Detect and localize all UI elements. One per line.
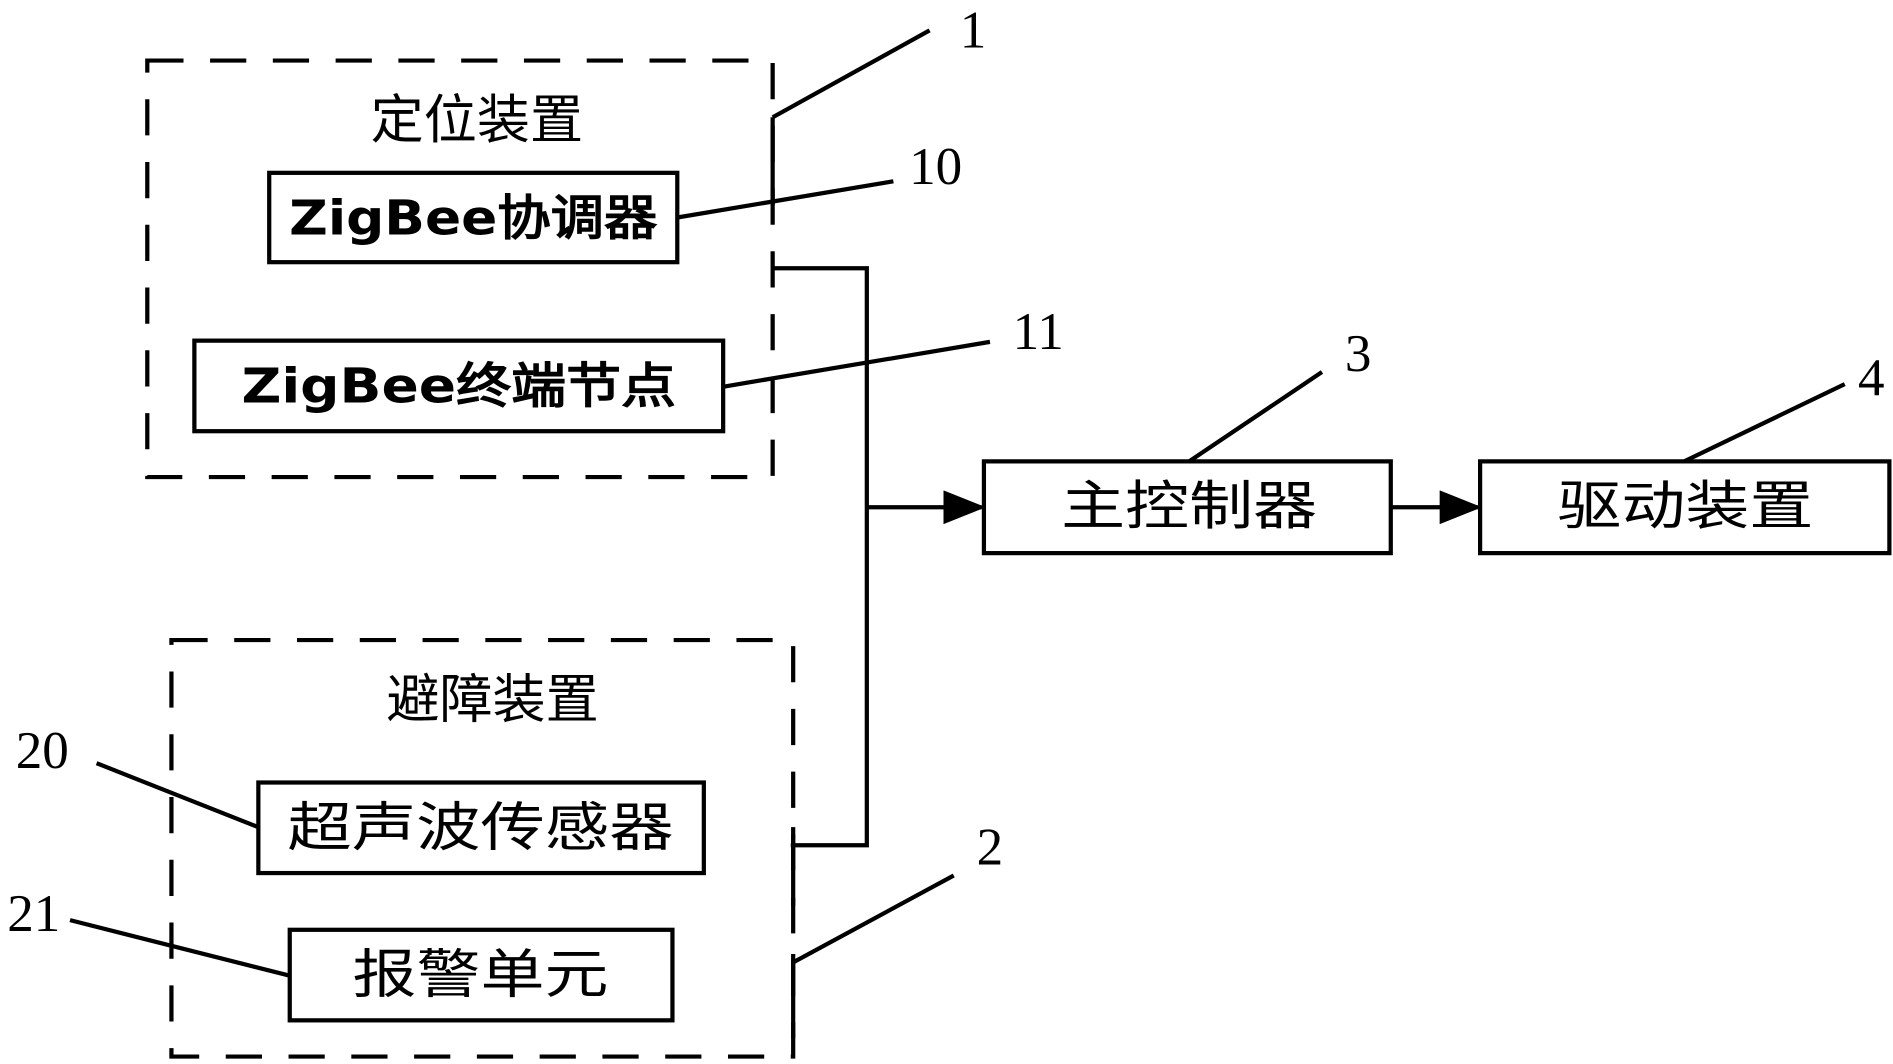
- drive-device-text: 驱动装置: [1557, 478, 1813, 536]
- zigbee-end-node-block: [192, 338, 726, 434]
- leader-line-3: [1187, 370, 1324, 464]
- main-controller-block: [981, 459, 1393, 556]
- ref-label-2: 2: [977, 819, 1004, 877]
- drive-device-block: [1478, 459, 1892, 556]
- ref-label-4: 4: [1858, 349, 1885, 407]
- ultrasonic-sensor-block: [256, 780, 706, 876]
- ref-label-10: 10: [909, 138, 962, 196]
- alarm-unit-block: [287, 927, 675, 1023]
- alarm-unit-text: 报警单元: [353, 947, 609, 1005]
- zigbee-end-node-text: ZigBee终端节点: [241, 359, 676, 415]
- ref-label-20: 20: [16, 722, 69, 780]
- obstacle-avoidance-title: 避障装置: [386, 671, 598, 729]
- group-merge-bracket: [772, 266, 869, 848]
- positioning-device-title: 定位装置: [371, 92, 583, 150]
- leader-line-21: [69, 918, 291, 978]
- ultrasonic-sensor-text: 超声波传感器: [287, 799, 673, 857]
- leader-line-4: [1683, 382, 1846, 464]
- ref-label-21: 21: [7, 885, 60, 943]
- leader-line-2: [792, 873, 955, 965]
- zigbee-coordinator-text: ZigBee协调器: [289, 191, 658, 247]
- leader-line-10: [676, 179, 894, 220]
- ref-label-11: 11: [1013, 303, 1064, 361]
- leader-line-11: [724, 339, 991, 389]
- leader-line-1: [771, 28, 931, 120]
- main-controller-text: 主控制器: [1061, 478, 1317, 536]
- leader-line-20: [95, 761, 260, 830]
- ref-label-1: 1: [960, 1, 987, 59]
- ref-label-3: 3: [1345, 325, 1372, 383]
